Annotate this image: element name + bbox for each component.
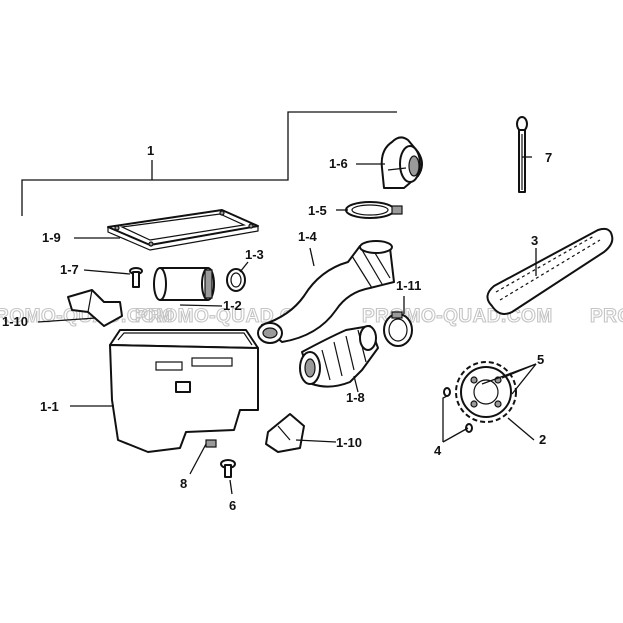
part-label-5: 5 [537,352,544,367]
part-label-1-6: 1-6 [329,156,348,171]
airbox-part[interactable] [109,329,259,453]
part-label-1-10-bottom: 1-10 [336,435,362,450]
box-bolt-part[interactable] [220,459,236,478]
corrugated-duct-part[interactable] [299,325,379,388]
part-label-7: 7 [545,150,552,165]
air-filter-part[interactable] [153,267,215,301]
part-label-1: 1 [147,143,154,158]
sprocket-part[interactable] [455,361,517,423]
watermark-text: PROMO-QUAD.COM [590,306,623,327]
leader-lines [37,156,537,495]
part-label-1-1: 1-1 [40,399,59,414]
cable-tie-part[interactable] [516,116,528,193]
intake-hose-part[interactable] [257,240,395,344]
airbox-lid-part[interactable] [107,209,259,251]
drive-chain-part[interactable] [486,227,614,315]
part-label-1-5: 1-5 [308,203,327,218]
duct-clamp-part[interactable] [383,311,413,347]
part-label-1-4: 1-4 [298,229,318,244]
assembly-bracket [21,111,397,216]
part-label-8: 8 [180,476,187,491]
hose-clamp-part[interactable] [345,201,403,219]
part-label-1-10-left: 1-10 [2,314,28,329]
part-label-6: 6 [229,498,236,513]
part-label-2: 2 [539,432,546,447]
elbow-duct-part[interactable] [380,136,423,189]
part-label-1-2: 1-2 [223,298,242,313]
mount-bracket-bottom-part[interactable] [265,413,305,453]
part-label-1-9: 1-9 [42,230,61,245]
part-label-1-11: 1-11 [396,278,421,293]
part-label-1-7: 1-7 [60,262,79,277]
part-label-1-8: 1-8 [346,390,365,405]
part-label-4: 4 [434,443,442,458]
lid-bolt-part[interactable] [129,267,143,288]
part-label-1-3: 1-3 [245,247,264,262]
filter-clamp-part[interactable] [226,268,246,292]
part-label-3: 3 [531,233,538,248]
mount-bracket-left-part[interactable] [67,289,123,327]
